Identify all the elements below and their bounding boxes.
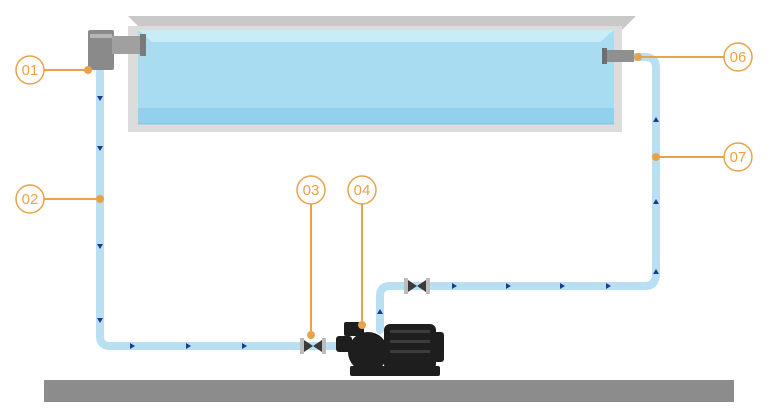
skimmer-icon: [88, 30, 146, 70]
flow-arrow-icon: [606, 283, 611, 289]
return-nozzle-icon: [602, 48, 634, 64]
callout-pump: 04: [347, 175, 377, 329]
flow-arrow-icon: [186, 343, 191, 349]
callout-suction-line: 02: [15, 184, 104, 214]
pipes: [96, 53, 660, 350]
ground-slab: [44, 380, 734, 402]
flow-arrows: [97, 96, 659, 349]
flow-arrow-icon: [452, 283, 457, 289]
callout-label: 01: [22, 62, 39, 79]
callout-label: 02: [22, 191, 39, 208]
flow-arrow-icon: [560, 283, 565, 289]
valve-icon: [300, 338, 326, 354]
flow-arrow-icon: [130, 343, 135, 349]
flow-arrow-icon: [97, 318, 103, 323]
flow-arrow-icon: [377, 309, 383, 314]
flow-arrow-icon: [242, 343, 247, 349]
callout-label: 07: [730, 149, 747, 166]
return-pipe: [376, 53, 660, 334]
flow-arrow-icon: [97, 146, 103, 151]
callout-return-inlet: 06: [634, 42, 753, 72]
callout-label: 03: [303, 182, 320, 199]
callout-label: 06: [730, 49, 747, 66]
callout-skimmer: 01: [15, 55, 92, 85]
flow-arrow-icon: [653, 199, 659, 204]
pump-icon: [336, 322, 444, 376]
flow-arrow-icon: [653, 117, 659, 122]
callout-label: 04: [354, 182, 371, 199]
flow-arrow-icon: [97, 244, 103, 249]
flow-arrow-icon: [653, 269, 659, 274]
callout-return-line: 07: [652, 142, 753, 172]
flow-arrow-icon: [506, 283, 511, 289]
callout-valve-suction: 03: [296, 175, 326, 339]
flow-arrow-icon: [97, 96, 103, 101]
suction-pipe: [96, 68, 356, 350]
valve-icon: [404, 278, 430, 294]
pool-basin: [128, 16, 636, 132]
